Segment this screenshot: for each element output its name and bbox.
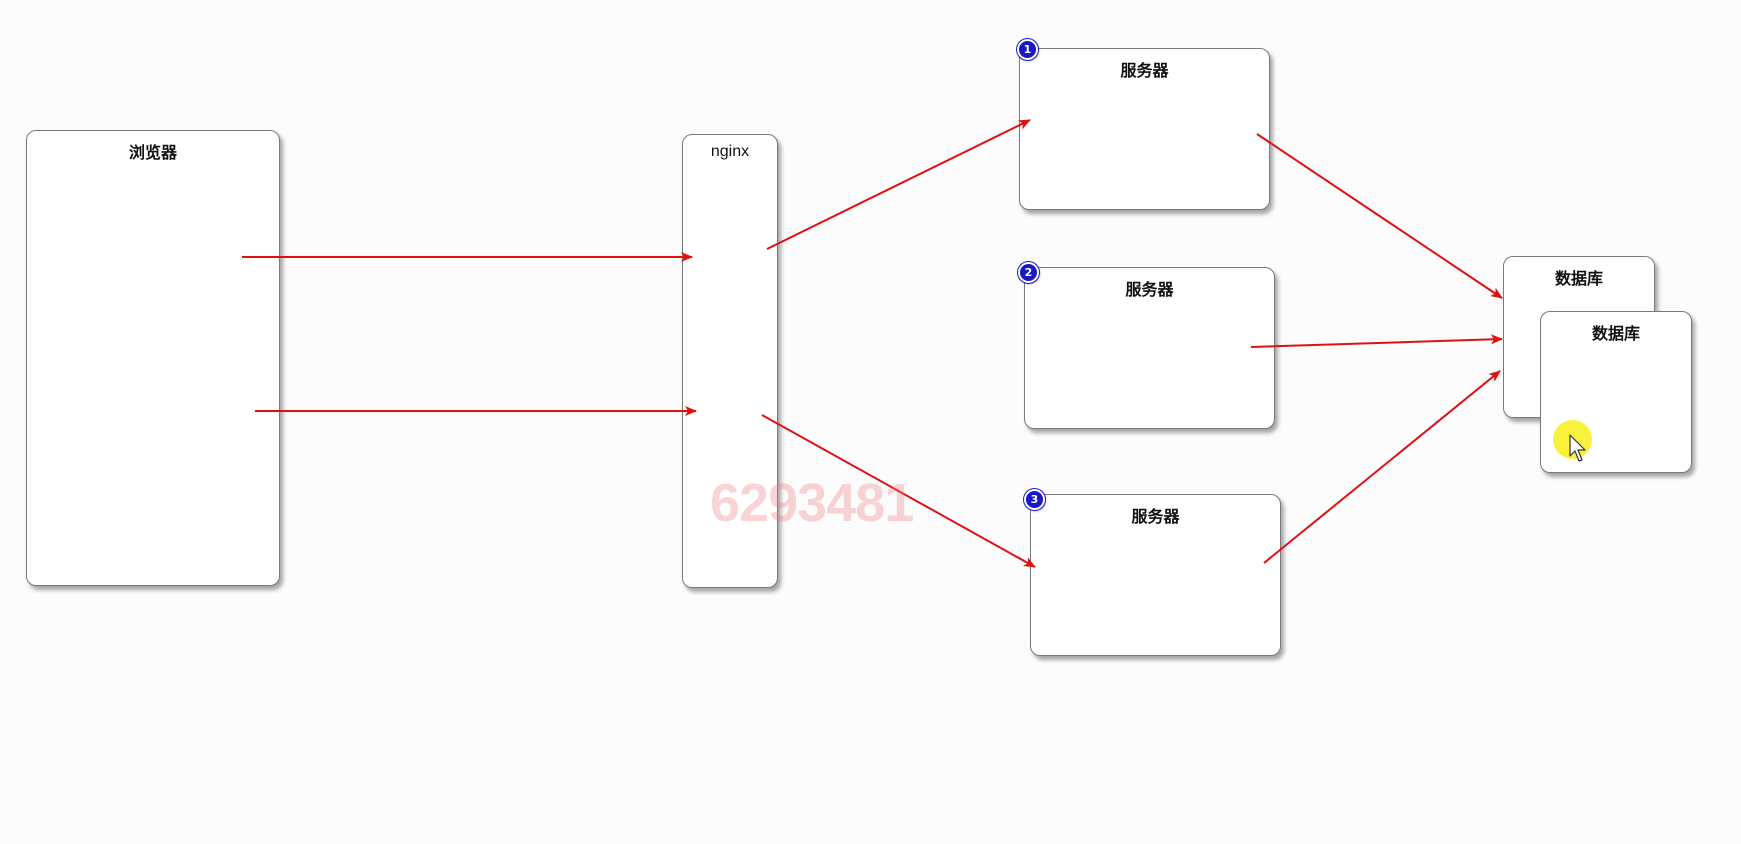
pointer-cursor-icon	[1569, 434, 1589, 468]
server-node-2[interactable]: 服务器	[1024, 267, 1275, 429]
server-badge-3: 3	[1024, 489, 1045, 510]
database-label-back: 数据库	[1554, 269, 1603, 288]
server-node-3[interactable]: 服务器	[1030, 494, 1281, 656]
server-label-2: 服务器	[1125, 280, 1174, 299]
server-node-1[interactable]: 服务器	[1019, 48, 1270, 210]
edge-nginx-server3	[761, 414, 1036, 568]
edge-server1-database	[1256, 133, 1503, 299]
server-badge-2: 2	[1018, 262, 1039, 283]
browser-node[interactable]: 浏览器	[26, 130, 280, 586]
watermark-text: 6293481	[710, 473, 914, 533]
edge-nginx-server1	[766, 119, 1031, 250]
browser-label: 浏览器	[128, 143, 177, 162]
server-label-1: 服务器	[1120, 61, 1169, 80]
server-label-3: 服务器	[1131, 507, 1180, 526]
edge-server3-database	[1263, 370, 1501, 564]
server-badge-1: 1	[1017, 39, 1038, 60]
edge-server2-database	[1250, 334, 1503, 348]
nginx-label: nginx	[710, 143, 750, 160]
nginx-node[interactable]: nginx	[682, 134, 778, 588]
database-label-front: 数据库	[1591, 324, 1640, 343]
